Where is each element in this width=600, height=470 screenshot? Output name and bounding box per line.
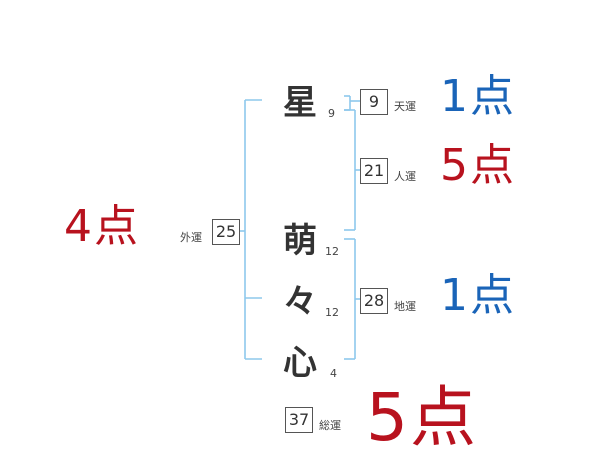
- ten-fortune-label: 天運: [394, 100, 416, 113]
- given-char-2: 々: [283, 282, 317, 322]
- given-char-1: 萌: [283, 221, 317, 261]
- chi-fortune-label: 地運: [394, 300, 416, 313]
- chi-fortune-value: 28: [360, 288, 388, 314]
- surname-char-1: 星: [283, 83, 317, 123]
- ten-fortune-score: 1点: [440, 71, 516, 122]
- given-char-2-strokes: 12: [325, 306, 339, 319]
- ten-fortune-value: 9: [360, 89, 388, 115]
- surname-char-1-strokes: 9: [328, 107, 335, 120]
- jin-fortune-score: 5点: [440, 140, 516, 191]
- total-fortune-value: 37: [285, 407, 313, 433]
- chi-fortune-score: 1点: [440, 270, 516, 321]
- total-fortune-score: 5点: [366, 379, 478, 456]
- given-char-3-strokes: 4: [330, 367, 337, 380]
- total-fortune-label: 総運: [319, 419, 341, 432]
- given-char-3: 心: [283, 343, 317, 383]
- given-char-1-strokes: 12: [325, 245, 339, 258]
- gai-fortune-value: 25: [212, 219, 240, 245]
- jin-fortune-label: 人運: [394, 170, 416, 183]
- jin-fortune-value: 21: [360, 158, 388, 184]
- gai-fortune-score: 4点: [64, 201, 140, 252]
- gai-fortune-label: 外運: [180, 231, 202, 244]
